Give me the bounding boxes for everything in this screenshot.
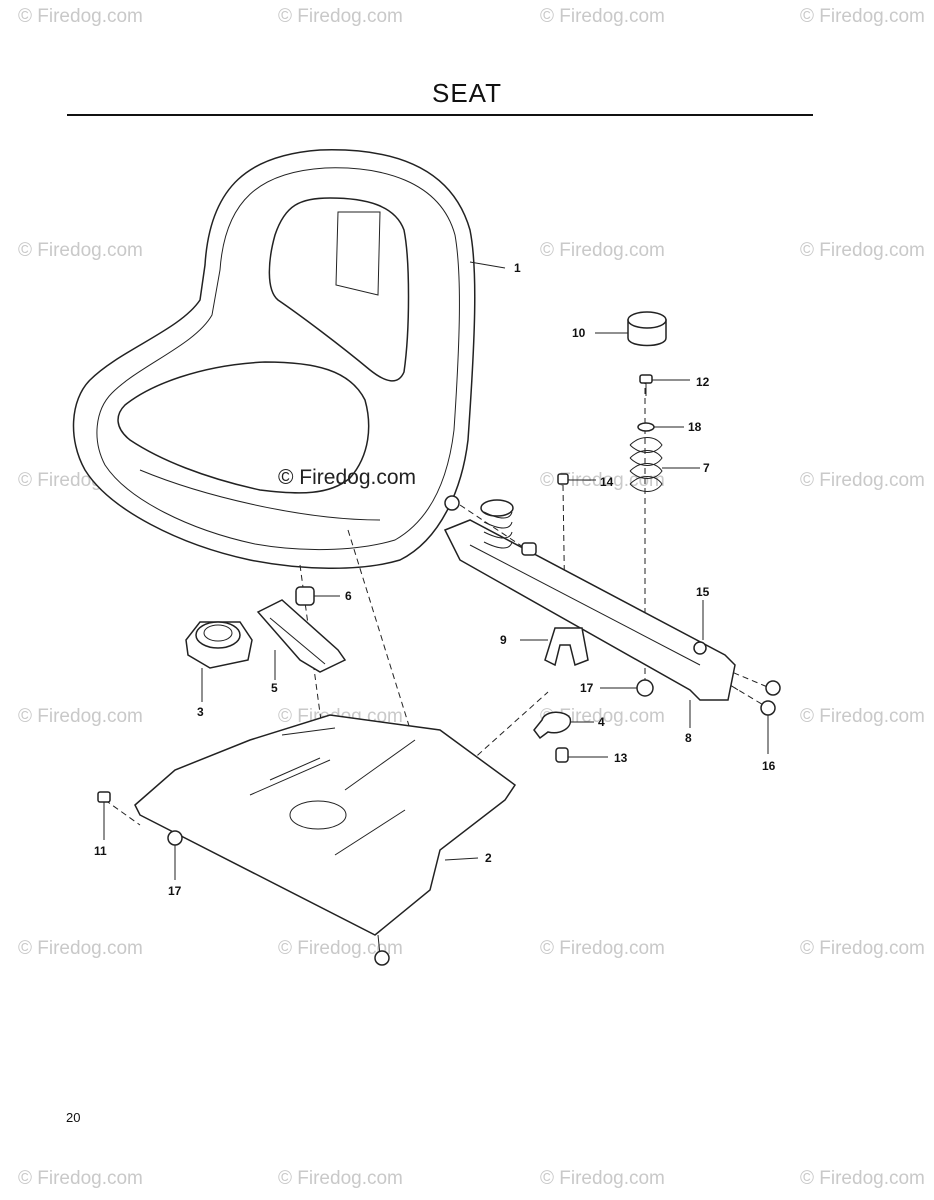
page-number: 20	[66, 1110, 81, 1125]
part-17-nut-right	[600, 679, 654, 697]
callout-14: 14	[600, 475, 614, 489]
watermark: © Firedog.com	[540, 240, 665, 261]
callout-7: 7	[703, 461, 710, 475]
seat-cushion	[72, 149, 506, 570]
part-11-bolt	[97, 791, 111, 840]
watermark: © Firedog.com	[18, 1168, 143, 1189]
part-8-seat-rail	[443, 495, 736, 728]
part-4-lever	[533, 711, 594, 740]
part-2-seat-plate	[134, 714, 517, 956]
callout-6: 6	[345, 589, 352, 603]
watermark: © Firedog.com	[800, 6, 925, 27]
callout-4: 4	[598, 715, 605, 729]
watermark: © Firedog.com	[18, 706, 143, 727]
callout-13: 13	[614, 751, 628, 765]
watermark: © Firedog.com	[18, 938, 143, 959]
watermark: © Firedog.com	[800, 1168, 925, 1189]
callout-12: 12	[696, 375, 710, 389]
watermark: © Firedog.com	[278, 1168, 403, 1189]
watermark: © Firedog.com	[540, 470, 665, 491]
page-title: SEAT	[432, 78, 502, 108]
part-3-seat-switch	[185, 621, 253, 702]
callout-11: 11	[94, 844, 107, 858]
callout-2: 2	[485, 851, 492, 865]
callout-17-left: 17	[168, 884, 182, 898]
part-13-bolt	[555, 747, 608, 763]
watermark: © Firedog.com	[18, 240, 143, 261]
watermark: © Firedog.com	[800, 706, 925, 727]
part-5-bracket	[256, 599, 347, 680]
center-watermark: © Firedog.com	[278, 466, 417, 489]
part-14-pin	[557, 473, 596, 485]
watermark: © Firedog.com	[278, 938, 403, 959]
nut-bottom	[374, 950, 390, 966]
callout-1: 1	[514, 261, 521, 275]
callout-9: 9	[500, 633, 507, 647]
part-17-nut-left	[167, 830, 183, 880]
watermark: © Firedog.com	[540, 1168, 665, 1189]
callout-18: 18	[688, 420, 702, 434]
title-rule	[67, 114, 813, 116]
watermark: © Firedog.com	[540, 6, 665, 27]
part-18-washer	[637, 422, 684, 432]
watermark: © Firedog.com	[800, 470, 925, 491]
part-12-bolt	[639, 374, 690, 396]
callout-3: 3	[197, 705, 204, 719]
watermark: © Firedog.com	[800, 240, 925, 261]
callout-17-right: 17	[580, 681, 594, 695]
watermark: © Firedog.com	[540, 938, 665, 959]
watermark: © Firedog.com	[18, 6, 143, 27]
part-6-bushing	[295, 586, 340, 606]
part-7-spring	[629, 437, 700, 492]
watermark: © Firedog.com	[278, 6, 403, 27]
callout-15: 15	[696, 585, 710, 599]
watermark: © Firedog.com	[800, 938, 925, 959]
callout-5: 5	[271, 681, 278, 695]
callout-16: 16	[762, 759, 776, 773]
part-16-nuts	[760, 680, 781, 754]
part-9-bracket	[520, 627, 589, 667]
callout-10: 10	[572, 326, 586, 340]
callout-8: 8	[685, 731, 692, 745]
part-10-damper	[595, 311, 667, 347]
